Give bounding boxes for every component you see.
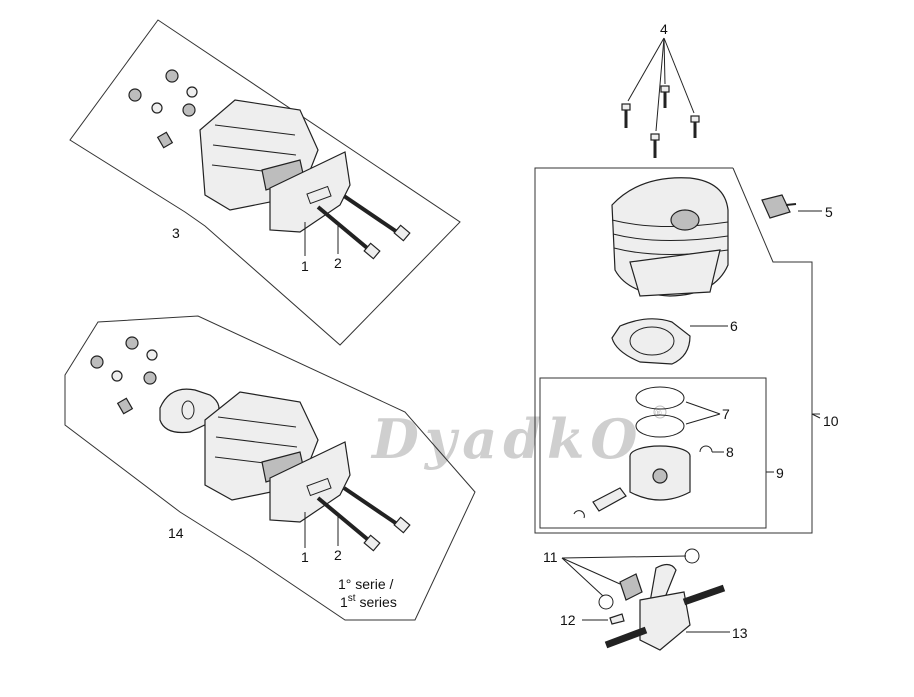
fasteners-group-14 [90,336,158,415]
callout-2b: 2 [334,547,342,563]
nut-icon [90,355,104,369]
bolt-icon [116,397,134,415]
screw-icon [621,103,631,128]
watermark-text: DyadkO [370,407,643,471]
callout-10: 10 [823,413,839,429]
bearing-icon [598,594,614,610]
nut-icon [165,69,179,83]
callout-11: 11 [543,549,558,565]
series-note-line1: 1° serie / [338,576,394,592]
nut-icon [182,103,196,117]
callout-6: 6 [730,318,738,334]
fasteners-group-3 [128,69,198,149]
group-10-cylinder-assembly: 5 6 9 7 8 10 [534,167,839,534]
callout-3: 3 [172,225,180,241]
screw-icon [650,133,660,158]
group-9-outline [539,377,767,529]
circlip-icon [573,510,585,519]
bolt-head-icon [393,516,411,534]
washer-icon [151,102,163,114]
crankshaft-assembly: 11 12 13 [543,548,748,651]
circlip-icon [699,445,713,453]
spark-plug-icon [761,194,797,219]
crank-web-icon [639,591,691,651]
screw-icon [660,85,670,108]
callout-12: 12 [560,612,576,628]
callout-9: 9 [776,465,784,481]
group-3-outline [69,19,461,346]
arrester-plate-icon [159,388,220,434]
nut-icon [125,336,139,350]
bolt-head-icon [393,224,411,242]
piston-ring-icon [635,414,685,438]
nut-icon [143,371,157,385]
bolt-head-icon [363,534,381,552]
callout-1b: 1 [301,549,309,565]
piston-pin-icon [592,487,627,512]
group-3-muffler-assembly: 3 1 2 [69,19,461,346]
bolt-head-icon [363,242,381,260]
watermark: DyadkO ® [370,405,667,471]
callout-4: 4 [660,21,668,37]
bearing-icon [684,548,700,564]
washer-icon [146,349,158,361]
group-14-muffler-assembly: 14 1 2 1° serie / 1st series [64,315,476,621]
washer-icon [186,86,198,98]
series-note-rest: series [356,594,397,610]
piston-icon [629,445,691,501]
callout-13: 13 [732,625,748,641]
series-note-line2: 1st series [340,593,397,610]
group-14-outline [64,315,476,621]
base-gasket-icon [611,318,691,365]
piston-ring-icon [635,386,685,410]
registered-mark: ® [655,408,662,418]
gasket-1b-icon [269,441,351,523]
cylinder-icon [611,177,729,297]
screw-icon [690,115,700,138]
callout-1: 1 [301,258,309,274]
washer-icon [111,370,123,382]
callout-14: 14 [168,525,184,541]
long-bolts-2b [316,486,411,552]
callout-8: 8 [726,444,734,460]
screws-4: 4 [621,21,700,158]
callout-7: 7 [722,406,730,422]
bolt-icon [156,131,174,149]
series-note-sup: st [348,593,356,604]
group-10-outline [534,167,820,534]
callout-5: 5 [825,204,833,220]
registered-mark-circle [653,405,667,419]
long-bolts-2 [316,194,411,260]
needle-bearing-icon [619,573,643,601]
gasket-1-icon [269,151,351,233]
series-note-num: 1 [340,594,348,610]
woodruff-key-icon [609,613,625,625]
nut-icon [128,88,142,102]
callout-2: 2 [334,255,342,271]
